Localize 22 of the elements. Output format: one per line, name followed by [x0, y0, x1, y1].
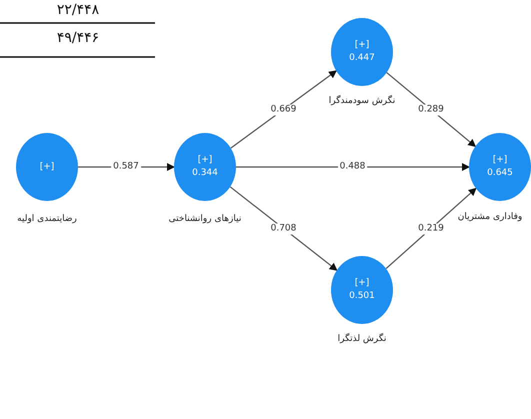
arrow — [230, 186, 338, 271]
edge-label: 0.289 — [416, 104, 446, 115]
construct-label: رضایتمندی اولیه — [17, 214, 77, 224]
construct-label: نگرش سودمندگرا — [328, 96, 396, 106]
circle-text: [+] — [492, 154, 508, 167]
table-cell-text: ۲۲/۴۴۸ — [56, 2, 100, 18]
table-cell-text: ۴۹/۴۴۶ — [56, 30, 100, 46]
edge-label: 0.708 — [268, 223, 298, 234]
circle-text: 0.501 — [349, 290, 375, 303]
circle-text: 0.447 — [349, 52, 375, 65]
edge-label: 0.219 — [416, 223, 446, 234]
arrow — [230, 70, 337, 149]
circle-text: [+] — [354, 39, 370, 52]
circle-text: [+] — [198, 154, 212, 167]
construct-label: وفاداری مشتریان — [458, 212, 522, 222]
circle-text: [+] — [354, 277, 370, 290]
edge-label: 0.669 — [268, 104, 298, 115]
construct-label: نگرش لذتگرا — [338, 334, 386, 344]
circle-text: 0.344 — [192, 167, 218, 180]
circle-text: 0.645 — [487, 167, 513, 180]
circle-text: [+] — [40, 160, 54, 174]
construct-label: نیازهای روانشناختی — [168, 214, 242, 224]
